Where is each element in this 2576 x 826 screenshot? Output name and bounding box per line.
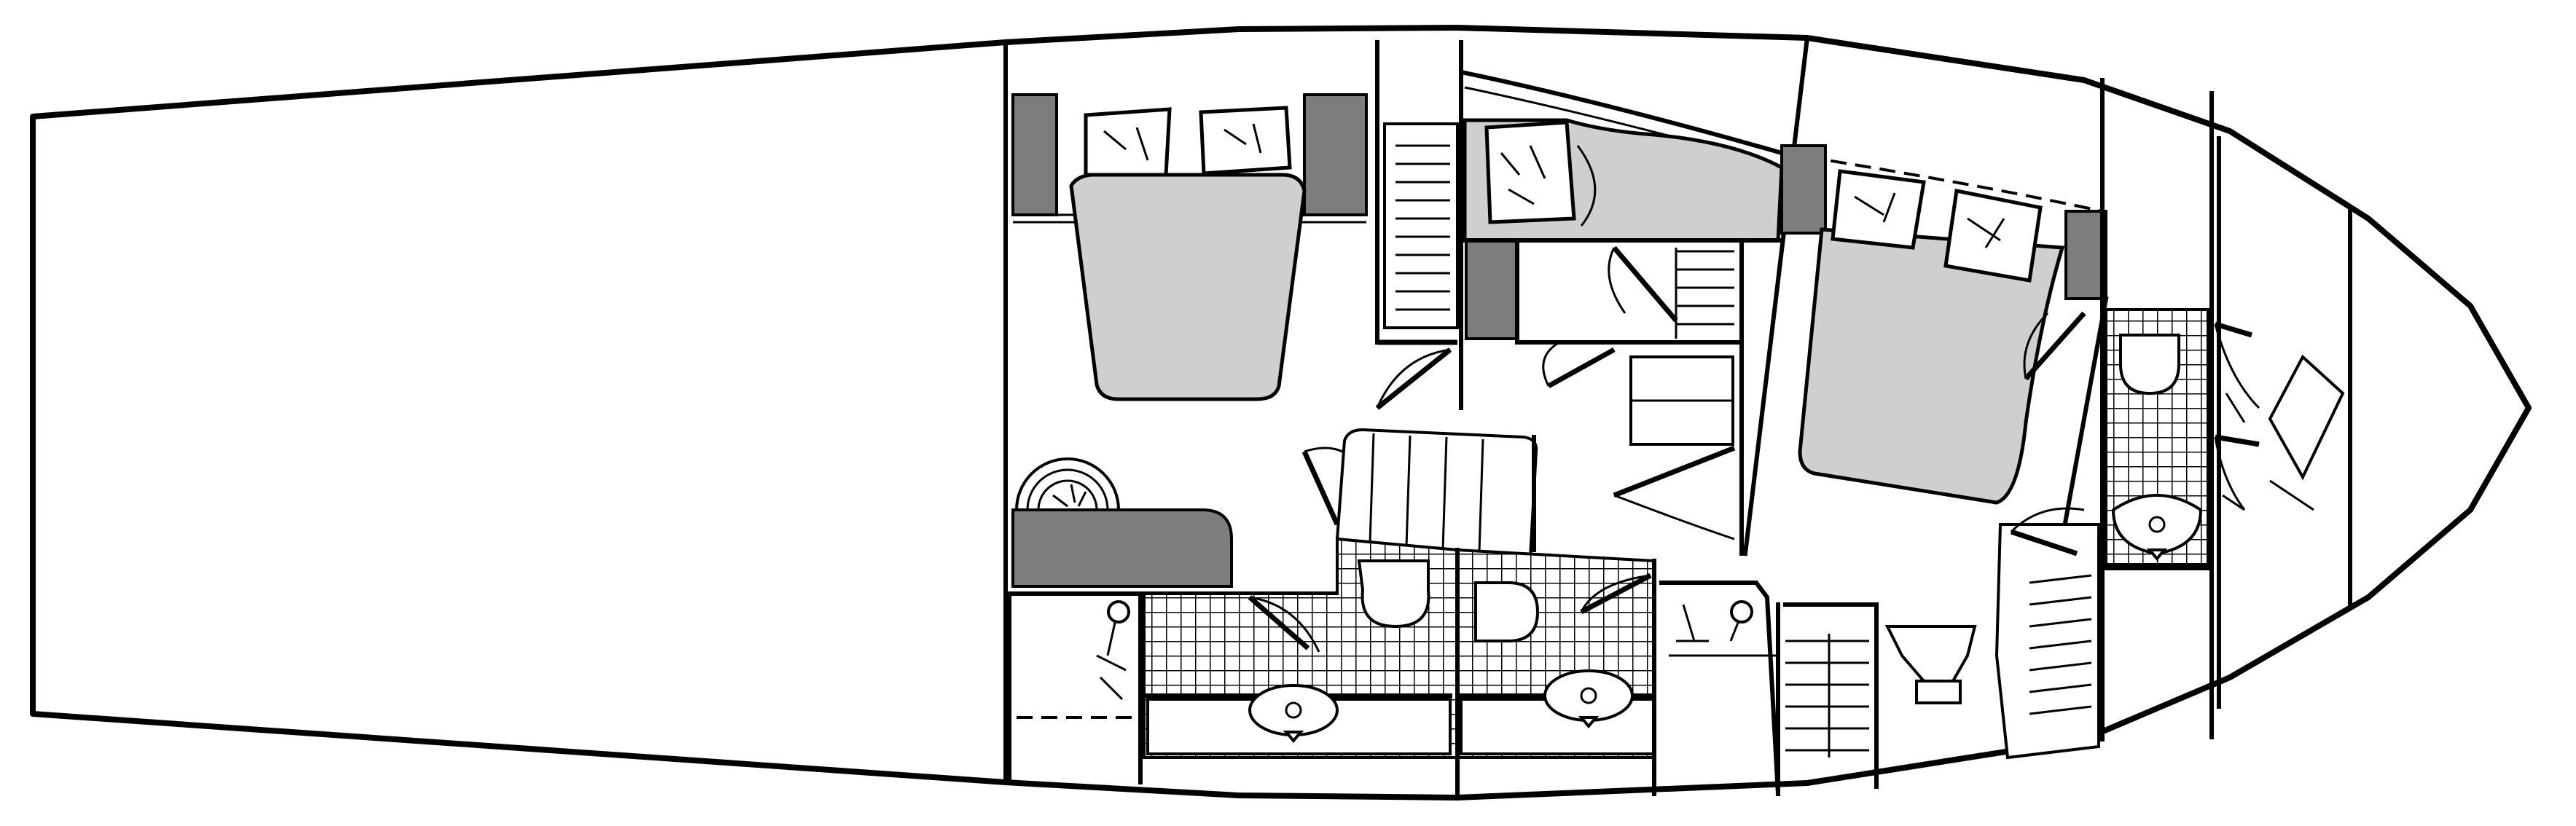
door-swing-icon	[1608, 245, 1678, 323]
aft-lower-locker	[1007, 591, 1143, 784]
toilet-icon	[2119, 334, 2180, 396]
headboard-left-panel	[1780, 144, 1827, 235]
pillow-icon	[1484, 120, 1576, 224]
door-swing-icon	[1542, 341, 1616, 389]
shower-stall	[1659, 581, 1781, 797]
companionway-steps	[1335, 428, 1538, 559]
shower-icon	[1096, 600, 1130, 701]
door-swing-icon	[2023, 311, 2086, 381]
built-in-settee	[1011, 508, 1233, 588]
forward-stateroom	[1742, 35, 2109, 742]
toilet-icon	[1474, 581, 1540, 642]
aft-head	[1142, 537, 1459, 759]
forward-locker	[1994, 523, 2100, 760]
guest-head	[1455, 548, 1656, 759]
headboard-right-panel	[2064, 210, 2107, 300]
shelving-icon	[1395, 144, 1450, 311]
washer-icon	[1629, 355, 1734, 446]
door-swing-icon	[1248, 595, 1320, 653]
table-icon	[1014, 457, 1121, 511]
pillow-icon	[1084, 107, 1172, 177]
sink-icon	[1248, 684, 1339, 744]
aft-stateroom	[1007, 40, 1379, 596]
pillow-icon	[1831, 169, 1926, 250]
shower-icon	[2222, 393, 2314, 511]
bed-icon	[1798, 227, 2065, 505]
headboard-left-panel	[1011, 93, 1058, 216]
cabin-dark-panel	[1465, 239, 1519, 340]
door-swing-icon	[2010, 507, 2085, 556]
shelving-icon	[2029, 574, 2092, 715]
washer-icon	[1884, 625, 1977, 704]
shower-icon	[1676, 600, 1753, 642]
headboard-right-panel	[1303, 93, 1368, 216]
sink-icon	[2111, 493, 2203, 562]
door-swing-icon	[1580, 573, 1652, 615]
door-swing-icon	[1613, 445, 1736, 540]
pillow-icon	[1199, 106, 1292, 176]
bed-icon	[1069, 173, 1307, 401]
shelving-icon	[1785, 634, 1869, 758]
toilet-icon	[1357, 559, 1430, 629]
shelving-icon	[1675, 248, 1734, 339]
forward-head	[2100, 91, 2214, 739]
hanging-locker	[1383, 40, 1463, 410]
door-swing-icon	[1375, 339, 1457, 410]
guest-cabin	[1462, 70, 1785, 556]
sink-icon	[1543, 669, 1634, 729]
